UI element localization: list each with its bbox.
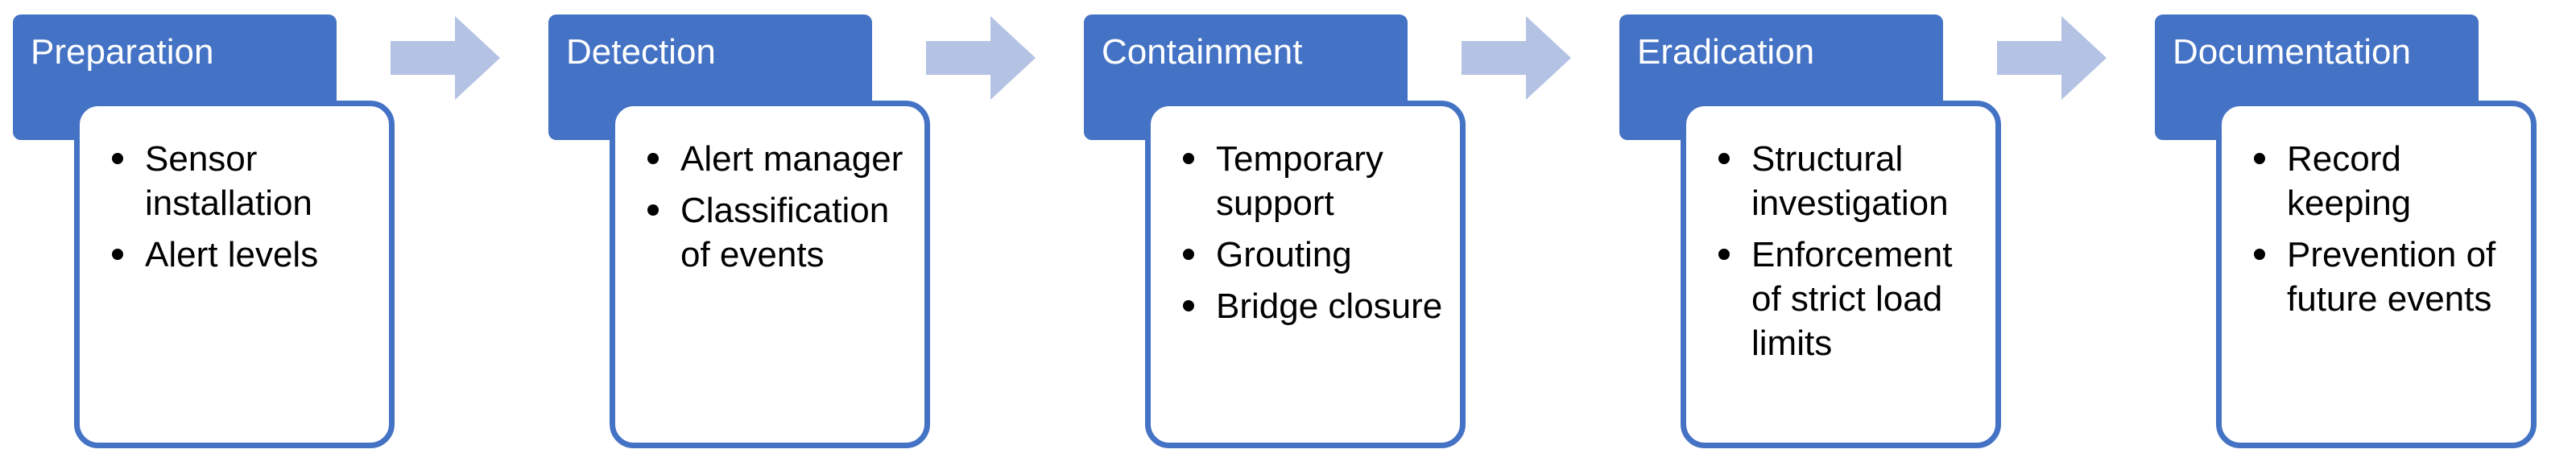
bullet-dot-icon <box>1183 300 1194 311</box>
bullet-item: Prevention of future events <box>2254 233 2516 321</box>
stage-title: Detection <box>566 32 716 72</box>
bullet-item: Enforcement of strict load limits <box>1718 233 1981 365</box>
bullet-item: Temporary support <box>1183 137 1445 225</box>
bullet-item: Structural investigation <box>1718 137 1981 225</box>
bullet-dot-icon <box>1183 249 1194 260</box>
bullet-text: Prevention of future events <box>2287 235 2496 319</box>
bullet-item: Bridge closure <box>1183 284 1445 328</box>
arrow-shape <box>1997 16 2107 100</box>
bullet-item: Grouting <box>1183 233 1445 277</box>
bullet-item: Sensor installation <box>112 137 374 225</box>
arrow-shape <box>926 16 1036 100</box>
bullet-text: Alert levels <box>145 235 319 274</box>
right-arrow-icon <box>1997 16 2107 100</box>
right-arrow-icon <box>1462 16 1571 100</box>
bullet-text: Grouting <box>1216 235 1352 274</box>
stage-title: Eradication <box>1637 32 1815 72</box>
arrow-shape <box>1462 16 1571 100</box>
bullet-dot-icon <box>112 153 123 164</box>
right-arrow-icon <box>926 16 1036 100</box>
bullet-text: Bridge closure <box>1216 286 1443 326</box>
bullet-text: Structural investigation <box>1751 139 1949 223</box>
bullet-dot-icon <box>1718 153 1730 164</box>
bullet-dot-icon <box>112 249 123 260</box>
bullet-dot-icon <box>647 204 659 216</box>
arrow-shape <box>391 16 500 100</box>
bullet-item: Record keeping <box>2254 137 2516 225</box>
bullet-text: Record keeping <box>2287 139 2412 223</box>
right-arrow-icon <box>391 16 500 100</box>
stage-title: Preparation <box>31 32 214 72</box>
bullet-text: Temporary support <box>1216 139 1383 223</box>
bullet-text: Sensor installation <box>145 139 312 223</box>
bullet-dot-icon <box>1183 153 1194 164</box>
bullet-text: Enforcement of strict load limits <box>1751 235 1953 363</box>
bullet-dot-icon <box>1718 249 1730 260</box>
bullet-item: Alert levels <box>112 233 374 277</box>
bullet-dot-icon <box>2254 153 2265 164</box>
bullet-item: Classification of events <box>647 188 910 277</box>
bullet-item: Alert manager <box>647 137 910 181</box>
stage-title: Documentation <box>2173 32 2411 72</box>
stage-title: Containment <box>1102 32 1303 72</box>
bullet-text: Alert manager <box>680 139 903 179</box>
bullet-dot-icon <box>647 153 659 164</box>
bullet-dot-icon <box>2254 249 2265 260</box>
bullet-text: Classification of events <box>680 191 890 274</box>
